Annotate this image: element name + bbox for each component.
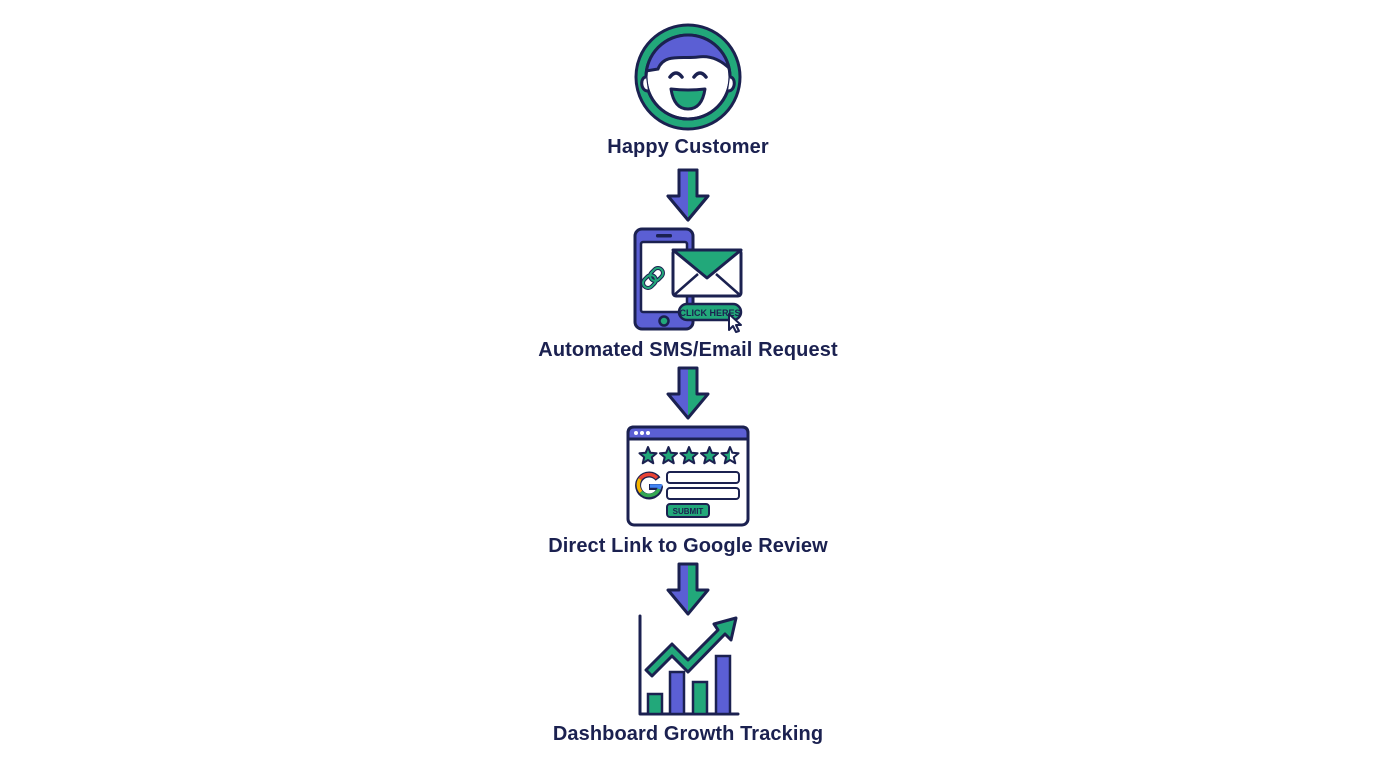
- happy-face-icon: [634, 23, 742, 131]
- star-icon: [638, 446, 658, 465]
- click-here-button: CLICK HERES: [677, 302, 743, 322]
- step-label-automated-request: Automated SMS/Email Request: [538, 339, 838, 361]
- google-g-icon: [635, 471, 663, 500]
- bar: [714, 654, 732, 716]
- step-label-dashboard-growth: Dashboard Growth Tracking: [552, 723, 824, 745]
- star-icon: [699, 446, 720, 465]
- trend-arrow: [644, 616, 738, 678]
- bar: [668, 670, 686, 716]
- phone-email-icon: CLICK HERES: [633, 227, 743, 333]
- svg-text:SUBMIT: SUBMIT: [673, 507, 704, 516]
- arrow-down-icon: [666, 562, 710, 616]
- bar: [691, 680, 709, 716]
- star-icon: [658, 446, 679, 465]
- google-review-browser-icon: SUBMIT: [626, 425, 750, 527]
- star-icon: [679, 446, 699, 465]
- star-icon: [720, 446, 740, 465]
- step-label-happy-customer: Happy Customer: [607, 136, 769, 158]
- submit-button: SUBMIT: [666, 503, 710, 518]
- growth-chart-icon: [638, 614, 740, 716]
- arrow-down-icon: [666, 168, 710, 222]
- cursor-icon: [728, 313, 742, 333]
- envelope-icon: [671, 248, 743, 298]
- review-text-field: [666, 471, 740, 484]
- arrow-down-icon: [666, 366, 710, 420]
- review-text-field: [666, 487, 740, 500]
- svg-text:CLICK HERES: CLICK HERES: [679, 308, 740, 318]
- bar: [646, 692, 664, 716]
- link-icon: [641, 266, 665, 290]
- step-label-google-review: Direct Link to Google Review: [548, 535, 828, 557]
